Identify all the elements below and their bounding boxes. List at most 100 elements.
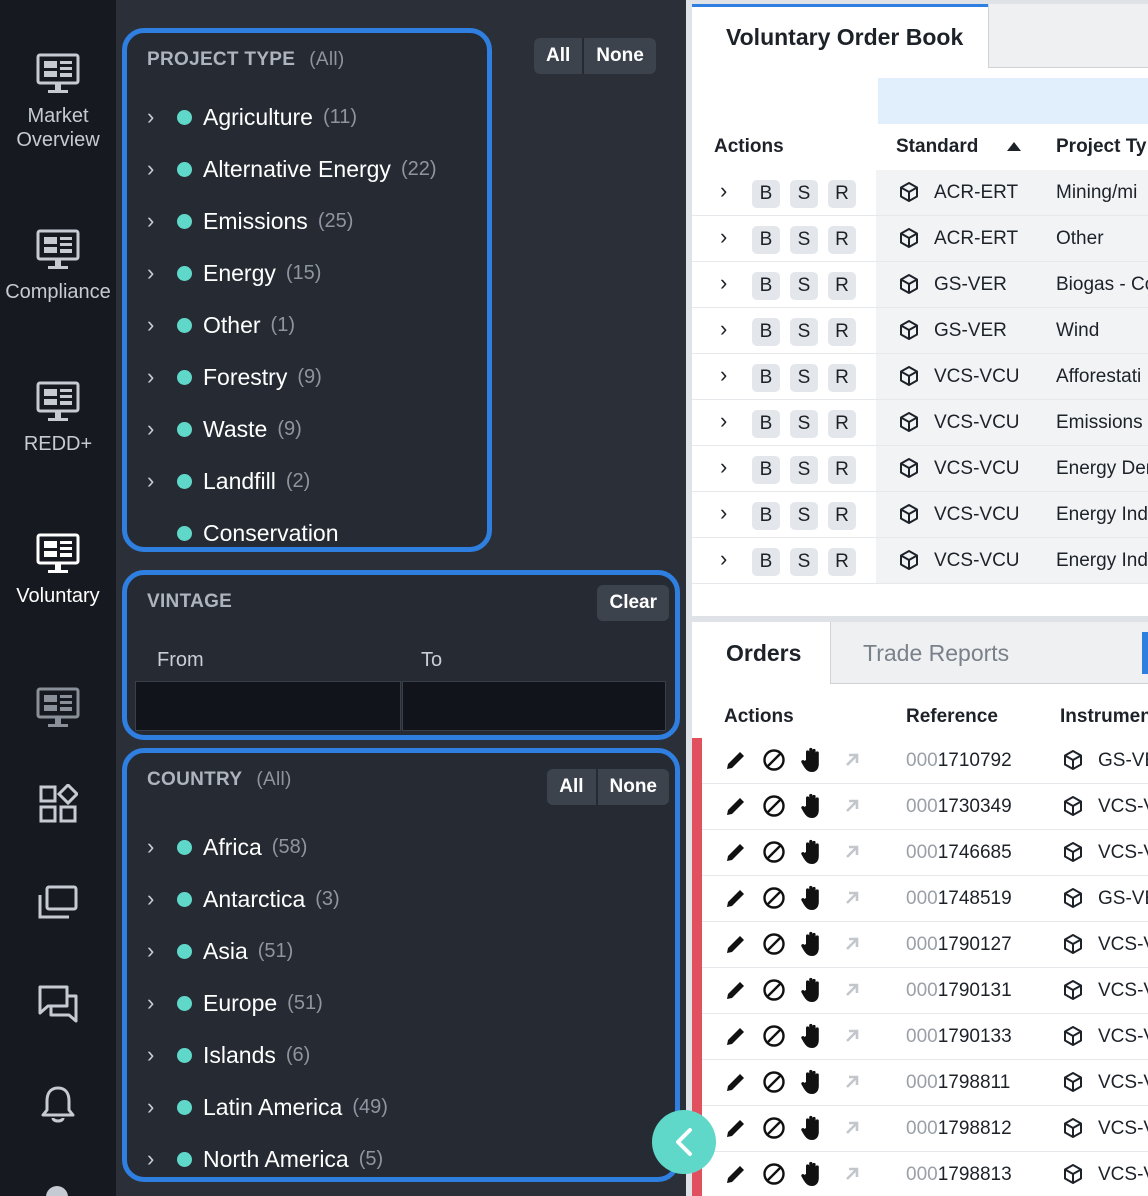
rfq-button[interactable]: R (828, 548, 856, 576)
arrow-up-right-icon[interactable] (842, 1072, 862, 1098)
chevron-right-icon[interactable]: › (147, 364, 155, 389)
filter-item-islands[interactable]: ›Islands(6) (147, 1041, 311, 1068)
chevron-right-icon[interactable]: › (720, 224, 728, 249)
arrow-up-right-icon[interactable] (842, 750, 862, 776)
column-standard[interactable]: Standard (896, 136, 1022, 158)
hold-icon[interactable] (800, 976, 826, 1010)
filter-item-latin-america[interactable]: ›Latin America(49) (147, 1093, 388, 1120)
buy-button[interactable]: B (752, 410, 780, 438)
edit-icon[interactable] (724, 794, 748, 824)
chevron-right-icon[interactable]: › (147, 1094, 155, 1119)
arrow-up-right-icon[interactable] (842, 980, 862, 1006)
filter-item-other[interactable]: ›Other(1) (147, 311, 295, 338)
filter-item-forestry[interactable]: ›Forestry(9) (147, 363, 322, 390)
cancel-icon[interactable] (762, 840, 786, 870)
arrow-up-right-icon[interactable] (842, 1026, 862, 1052)
nav-windows-button[interactable] (0, 884, 116, 922)
arrow-up-right-icon[interactable] (842, 1118, 862, 1144)
filter-item-antarctica[interactable]: ›Antarctica(3) (147, 885, 340, 912)
cancel-icon[interactable] (762, 794, 786, 824)
sell-button[interactable]: S (790, 548, 818, 576)
nav-market-overview[interactable]: Market Overview (0, 52, 116, 152)
chevron-right-icon[interactable]: › (147, 1146, 155, 1171)
edit-icon[interactable] (724, 932, 748, 962)
rfq-button[interactable]: R (828, 410, 856, 438)
edit-icon[interactable] (724, 1116, 748, 1146)
buy-button[interactable]: B (752, 180, 780, 208)
select-none-button[interactable]: None (595, 769, 669, 805)
arrow-up-right-icon[interactable] (842, 888, 862, 914)
vintage-to-input[interactable] (402, 681, 666, 731)
chevron-right-icon[interactable]: › (720, 454, 728, 479)
select-all-button[interactable]: All (547, 769, 596, 805)
buy-button[interactable]: B (752, 502, 780, 530)
buy-button[interactable]: B (752, 272, 780, 300)
edit-icon[interactable] (724, 978, 748, 1008)
filter-item-north-america[interactable]: ›North America(5) (147, 1145, 384, 1172)
hold-icon[interactable] (800, 1022, 826, 1056)
clear-button[interactable]: Clear (597, 585, 669, 621)
cancel-icon[interactable] (762, 886, 786, 916)
nav-redd[interactable]: REDD+ (0, 380, 116, 456)
cancel-icon[interactable] (762, 1070, 786, 1100)
filter-item-agriculture[interactable]: ›Agriculture(11) (147, 103, 358, 130)
nav-notifications-button[interactable] (0, 1084, 116, 1124)
hold-icon[interactable] (800, 1114, 826, 1148)
chevron-right-icon[interactable]: › (147, 1042, 155, 1067)
chevron-right-icon[interactable]: › (147, 938, 155, 963)
filter-item-africa[interactable]: ›Africa(58) (147, 833, 308, 860)
cancel-icon[interactable] (762, 932, 786, 962)
filter-item-landfill[interactable]: ›Landfill(2) (147, 467, 311, 494)
user-avatar[interactable] (46, 1186, 68, 1196)
sell-button[interactable]: S (790, 410, 818, 438)
hold-icon[interactable] (800, 746, 826, 780)
collapse-panel-button[interactable] (652, 1110, 716, 1174)
filter-item-europe[interactable]: ›Europe(51) (147, 989, 323, 1016)
rfq-button[interactable]: R (828, 456, 856, 484)
chevron-right-icon[interactable]: › (720, 408, 728, 433)
sell-button[interactable]: S (790, 502, 818, 530)
chevron-right-icon[interactable]: › (720, 546, 728, 571)
tab-trade-reports[interactable]: Trade Reports (830, 622, 1148, 684)
chevron-right-icon[interactable]: › (147, 312, 155, 337)
sell-button[interactable]: S (790, 226, 818, 254)
sell-button[interactable]: S (790, 272, 818, 300)
nav-monitor-button[interactable] (0, 686, 116, 730)
tab-orders[interactable]: Orders (726, 640, 802, 666)
buy-button[interactable]: B (752, 456, 780, 484)
rfq-button[interactable]: R (828, 180, 856, 208)
chevron-right-icon[interactable]: › (147, 104, 155, 129)
edit-icon[interactable] (724, 840, 748, 870)
chevron-right-icon[interactable]: › (720, 362, 728, 387)
sell-button[interactable]: S (790, 364, 818, 392)
chevron-right-icon[interactable]: › (147, 834, 155, 859)
chevron-right-icon[interactable]: › (720, 500, 728, 525)
buy-button[interactable]: B (752, 364, 780, 392)
filter-item-asia[interactable]: ›Asia(51) (147, 937, 294, 964)
chevron-right-icon[interactable]: › (720, 316, 728, 341)
hold-icon[interactable] (800, 1160, 826, 1194)
arrow-up-right-icon[interactable] (842, 796, 862, 822)
edit-icon[interactable] (724, 1070, 748, 1100)
hold-icon[interactable] (800, 884, 826, 918)
buy-button[interactable]: B (752, 548, 780, 576)
chevron-right-icon[interactable]: › (147, 416, 155, 441)
rfq-button[interactable]: R (828, 318, 856, 346)
nav-voluntary[interactable]: Voluntary (0, 532, 116, 608)
select-none-button[interactable]: None (582, 38, 656, 74)
filter-item-emissions[interactable]: ›Emissions(25) (147, 207, 354, 234)
